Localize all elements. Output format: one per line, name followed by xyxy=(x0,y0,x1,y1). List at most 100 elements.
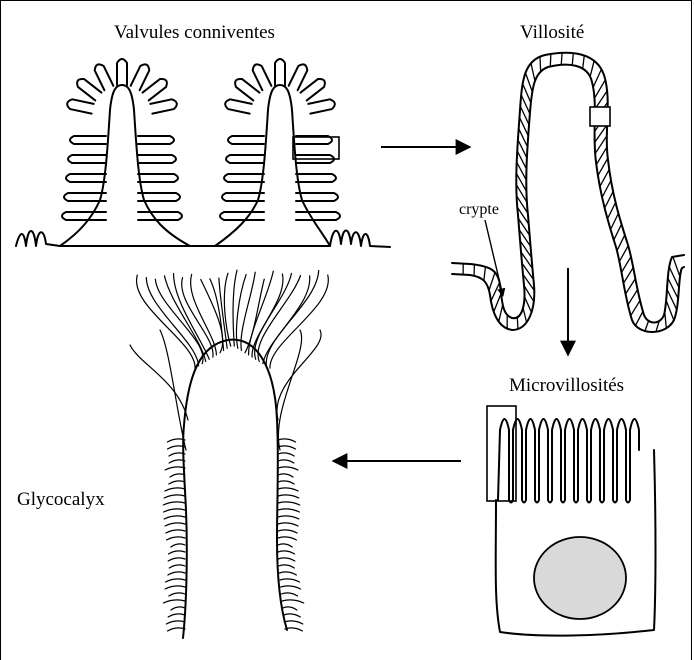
epithelial-cell-divider xyxy=(626,279,636,295)
cell-nucleus xyxy=(534,537,626,619)
epithelial-cell-divider xyxy=(623,268,633,284)
glycocalyx-hair xyxy=(168,551,185,554)
villus-finger xyxy=(138,212,182,220)
glycocalyx-hair xyxy=(278,446,296,449)
glycocalyx-hair xyxy=(167,446,185,449)
glycocalyx-hair xyxy=(278,502,300,505)
glycocalyx-filament xyxy=(182,278,213,357)
microvillosites-drawing xyxy=(487,406,656,636)
villus-finger xyxy=(62,212,106,220)
glycocalyx-hair xyxy=(278,544,292,547)
villus-finger xyxy=(143,79,167,101)
glycocalyx-hair xyxy=(163,600,185,603)
epithelial-cell-divider xyxy=(531,63,535,81)
villus-finger xyxy=(138,174,178,182)
glycocalyx-hair xyxy=(278,551,295,554)
villus-finger xyxy=(77,79,101,101)
villus-finger xyxy=(253,64,272,90)
glycocalyx-hair xyxy=(167,439,185,442)
epithelial-cell-divider xyxy=(540,57,541,72)
zoom-box-villosite xyxy=(590,107,610,126)
glycocalyx-hair xyxy=(165,488,185,491)
epithelial-cell-divider xyxy=(598,158,608,175)
glycocalyx-hair xyxy=(168,614,185,617)
glycocalyx-filament xyxy=(255,273,292,359)
glycocalyx-hair xyxy=(278,530,297,533)
epithelial-cell-divider xyxy=(605,192,613,209)
villus-finger xyxy=(68,155,106,163)
villus-finger xyxy=(235,79,259,101)
glycocalyx-hair xyxy=(284,621,303,624)
glycocalyx-hair xyxy=(167,537,185,540)
glycocalyx-hair xyxy=(278,460,294,463)
label-crypte: crypte xyxy=(459,201,499,218)
epithelial-cell-divider xyxy=(617,235,625,251)
villus-finger xyxy=(67,99,94,113)
epithelial-cell-divider xyxy=(628,290,638,305)
villus-finger xyxy=(95,64,114,90)
epithelial-cell-divider xyxy=(484,267,486,281)
label-valvules-conniventes: Valvules conniventes xyxy=(114,22,275,43)
villus-finger xyxy=(296,212,340,220)
label-microvillosites: Microvillosités xyxy=(509,375,624,396)
epithelial-cell-divider xyxy=(561,53,562,65)
glycocalyx-hair xyxy=(168,572,185,575)
glycocalyx-hair xyxy=(281,593,297,596)
glycocalyx-hair xyxy=(278,488,298,491)
label-glycocalyx: Glycocalyx xyxy=(17,489,105,510)
glycocalyx-hair xyxy=(283,607,297,610)
glycocalyx-hair xyxy=(279,565,295,568)
epithelial-cell-divider xyxy=(602,181,611,198)
epithelial-cell-divider xyxy=(583,56,585,69)
epithelial-cell-divider xyxy=(523,308,527,322)
epithelial-cell-divider xyxy=(499,305,503,322)
epithelial-cell-divider xyxy=(611,213,619,229)
epithelial-cell-divider xyxy=(491,283,500,302)
villus-finger xyxy=(138,136,174,144)
glycocalyx-filament xyxy=(130,345,188,420)
glycocalyx-hair xyxy=(278,537,296,540)
villus-finger xyxy=(66,174,106,182)
epithelial-cell-divider xyxy=(550,54,551,66)
epithelial-cell-divider xyxy=(666,300,674,320)
glycocalyx-hair xyxy=(279,572,296,575)
epithelial-cell-divider xyxy=(607,203,615,219)
epithelial-cell-divider xyxy=(593,69,601,87)
glycocalyx-filament xyxy=(146,278,198,366)
villus-finger xyxy=(289,64,308,90)
glycocalyx-hair xyxy=(171,607,185,610)
villus-finger xyxy=(225,99,252,113)
valvules-conniventes-drawing xyxy=(16,59,390,247)
glycocalyx-hair xyxy=(164,495,185,498)
epithelial-cell-divider xyxy=(600,169,609,186)
villus-finger xyxy=(220,212,264,220)
epithelial-cell-divider xyxy=(517,317,518,329)
glycocalyx-hair xyxy=(278,453,294,456)
glycocalyx-hair xyxy=(169,565,185,568)
villus-finger xyxy=(275,59,285,85)
epithelial-cell-divider xyxy=(619,246,628,262)
glycocalyx-hair xyxy=(278,516,299,519)
epithelial-cell-divider xyxy=(525,73,532,92)
villus-finger xyxy=(224,174,264,182)
epithelial-cell-divider xyxy=(631,301,640,316)
glycocalyx-filament xyxy=(258,275,301,361)
glycocalyx-hair xyxy=(278,509,299,512)
glycocalyx-hair xyxy=(166,621,185,624)
villus-finger xyxy=(228,136,264,144)
glycocalyx-hair xyxy=(166,530,185,533)
epithelial-cell-divider xyxy=(665,312,667,329)
epithelial-cell-divider xyxy=(494,294,501,312)
villus-finger xyxy=(308,99,335,113)
glycocalyx-hair xyxy=(169,593,185,596)
villus-finger xyxy=(131,64,150,90)
glycocalyx-hair xyxy=(278,439,296,442)
epithelial-cell-divider xyxy=(590,61,594,77)
glycocalyx-hair xyxy=(281,586,301,589)
villus-finger xyxy=(138,155,176,163)
glycocalyx-hair xyxy=(278,467,298,470)
epithelial-cell-divider xyxy=(572,53,573,65)
glycocalyx-hair xyxy=(168,558,185,561)
villus-finger xyxy=(301,79,325,101)
villus-finger xyxy=(117,59,127,85)
